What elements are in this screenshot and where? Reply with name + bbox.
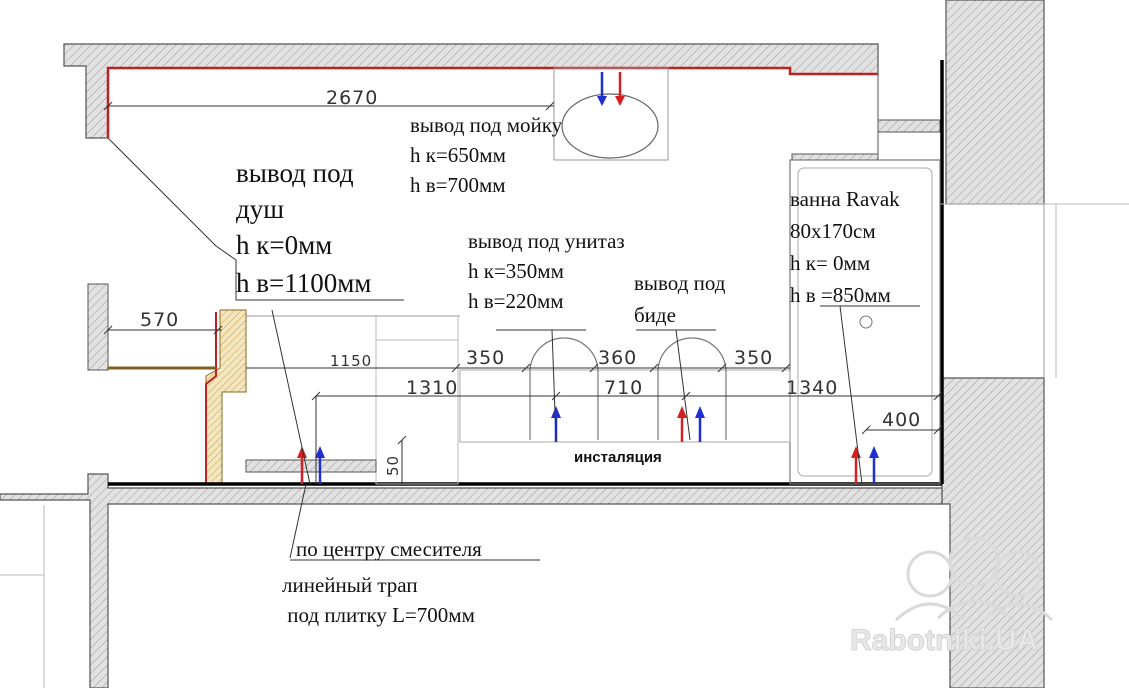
dim-2670: 2670 [326, 87, 378, 109]
dim-1150: 1150 [330, 352, 372, 370]
dim-1310: 1310 [406, 377, 458, 399]
bath-note: ванна Ravak 80х170см h к= 0мм h в =850мм [790, 187, 900, 307]
worker-figures [894, 536, 1054, 622]
right-upper-wall [945, 0, 1045, 205]
sink-bowl [561, 93, 659, 159]
toilet-outline [529, 337, 599, 440]
bath-note-line-2: 80х170см [790, 219, 876, 243]
linear-drain [245, 459, 377, 473]
drain-note-line-1: линейный трап [282, 573, 418, 597]
pipe-outlets [297, 72, 879, 484]
dim-570: 570 [140, 309, 179, 331]
sink-counter [553, 67, 669, 161]
dim-350-left: 350 [466, 347, 505, 369]
bath-outline [789, 159, 941, 485]
bidet-pipes [677, 406, 705, 442]
sink-note-line-1: вывод под мойку [410, 113, 563, 137]
bath-pipes [851, 446, 879, 484]
shower-note-line-1: вывод под [236, 158, 354, 188]
insulated-column [205, 309, 247, 485]
dimension-texts: 2670 570 1150 350 360 350 1310 710 1340 … [140, 87, 921, 476]
shower-note-line-4: h в=1100мм [236, 268, 371, 298]
dim-400: 400 [882, 409, 921, 431]
dimension-lines [103, 101, 943, 484]
installation-label: инсталяция [574, 449, 662, 466]
bath-note-line-3: h к= 0мм [790, 251, 870, 275]
bidet-note: вывод под биде [634, 271, 726, 327]
dim-1340: 1340 [786, 377, 838, 399]
bidet-outline [657, 337, 727, 440]
leader-lines [107, 137, 920, 561]
toilet-note-line-3: h в=220мм [468, 289, 564, 313]
left-wall-piece [87, 283, 109, 371]
mixer-note: по центру смесителя [296, 537, 482, 561]
toilet-note: вывод под унитаз h к=350мм h в=220мм [468, 229, 625, 313]
bidet-note-line-2: биде [634, 303, 676, 327]
sink-note: вывод под мойку h к=650мм h в=700мм [410, 113, 563, 197]
watermark-text: Rabotniki.UA [850, 624, 1038, 657]
bath-note-line-1: ванна Ravak [790, 187, 900, 211]
bidet-note-line-1: вывод под [634, 271, 726, 295]
toilet-note-line-2: h к=350мм [468, 259, 564, 283]
right-notch-wall [791, 44, 941, 161]
watermark-logo: Rabotniki.UA [850, 536, 1054, 658]
installation-box [459, 369, 791, 443]
red-wall-line-top [106, 66, 878, 138]
dim-360: 360 [598, 347, 637, 369]
drain-note-line-2: под плитку L=700мм [282, 603, 475, 627]
red-wall-line-left [205, 312, 217, 484]
bath-inner [797, 167, 933, 477]
dim-710: 710 [604, 377, 643, 399]
shower-note-line-3: h к=0мм [236, 230, 332, 260]
dim-50: 50 [384, 455, 402, 476]
fixtures [245, 67, 941, 485]
bottom-wall [0, 473, 943, 688]
sink-note-line-3: h в=700мм [410, 173, 506, 197]
toilet-note-line-1: вывод под унитаз [468, 229, 625, 253]
shower-note-line-2: душ [236, 194, 284, 224]
annotations: вывод под мойку h к=650мм h в=700мм выво… [236, 113, 900, 627]
bath-drain [859, 315, 873, 329]
dim-350-right: 350 [734, 347, 773, 369]
sink-pipes [597, 72, 625, 106]
bath-note-line-4: h в =850мм [790, 283, 891, 307]
sink-note-line-2: h к=650мм [410, 143, 506, 167]
shower-pipes [297, 446, 325, 484]
shower-note: вывод под душ h к=0мм h в=1100мм [236, 158, 371, 298]
